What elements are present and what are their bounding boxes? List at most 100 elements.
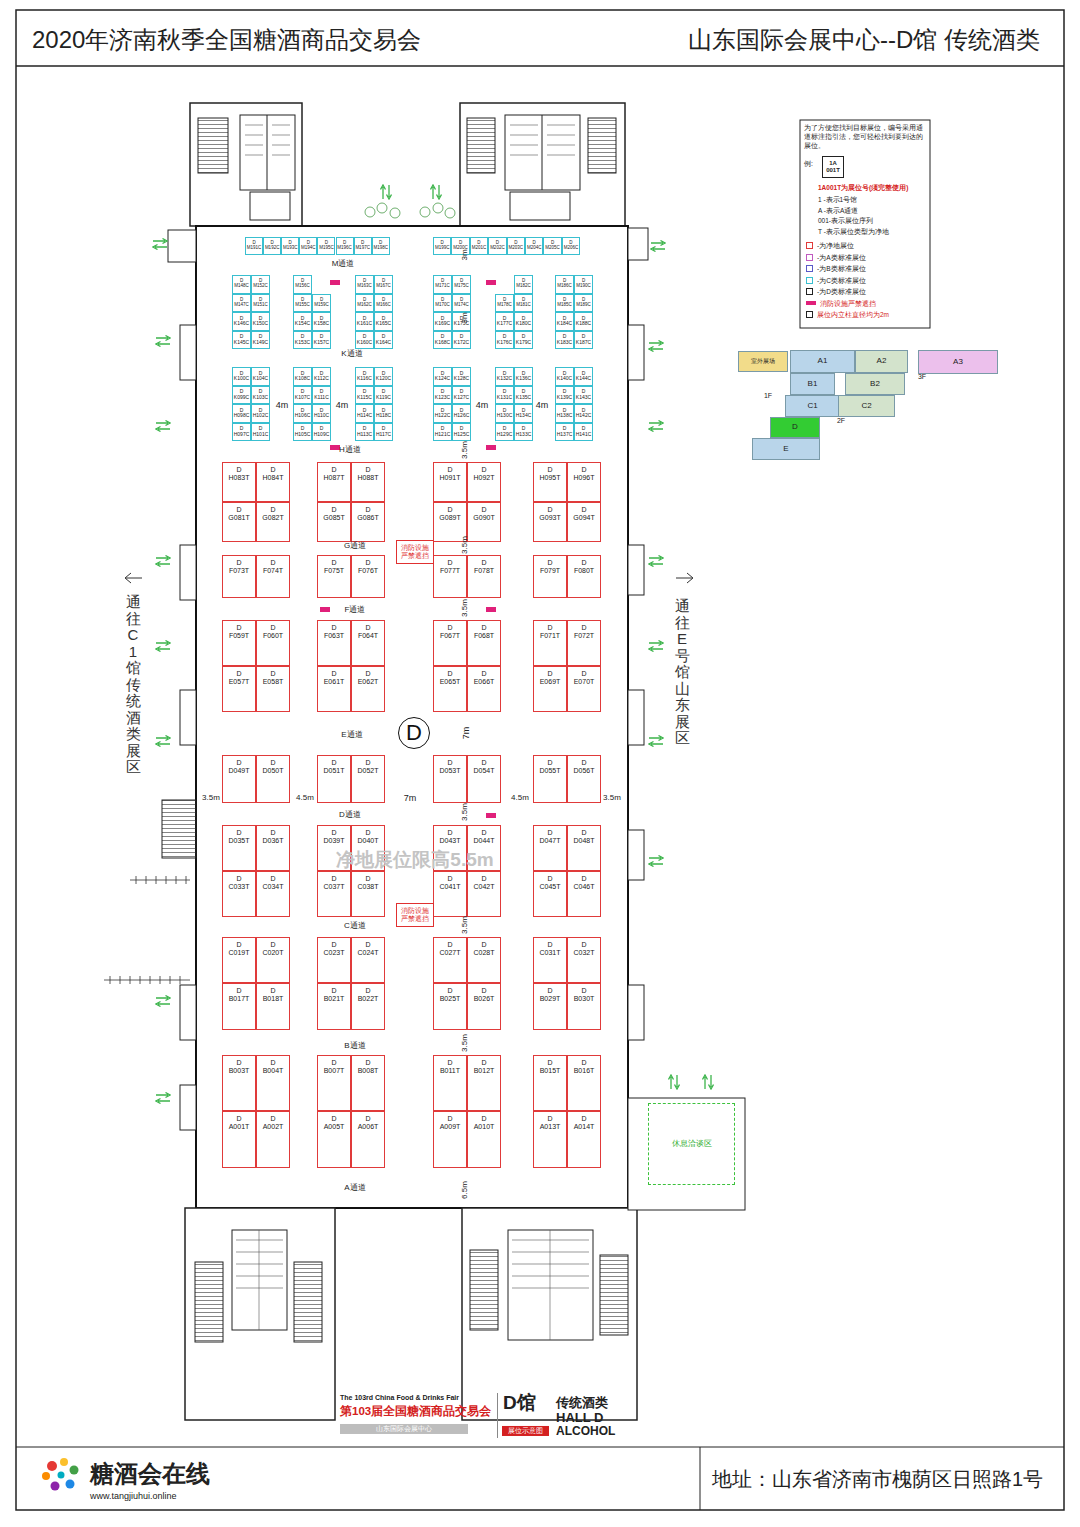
booth-number: M199C xyxy=(435,246,450,251)
hall-letter: D xyxy=(365,759,370,767)
legend-row: 消防设施严禁遮挡 xyxy=(806,300,876,307)
booth-number: K128C xyxy=(454,376,469,382)
standard-booth: DH121C xyxy=(433,423,452,442)
booth-number: F074T xyxy=(263,567,283,575)
raw-space-booth: DC023T xyxy=(317,937,351,983)
raw-space-booth: DH095T xyxy=(533,462,567,502)
standard-booth: DK132C xyxy=(495,367,514,386)
hall-key-block: A3 xyxy=(918,350,998,374)
standard-booth: DK188C xyxy=(574,312,593,331)
hall-letter: D xyxy=(331,466,336,474)
raw-space-booth: DB012T xyxy=(467,1055,501,1111)
booth-number: H114C xyxy=(357,413,372,419)
text-label: C通道 xyxy=(344,921,366,930)
raw-space-booth: DE065T xyxy=(433,666,467,712)
standard-booth: DK153C xyxy=(293,331,312,350)
standard-booth: DK131C xyxy=(495,386,514,405)
text-label: 1F xyxy=(764,392,772,400)
booth-number: H083T xyxy=(228,474,249,482)
fire-warning-box: 消防设施 严禁遮挡 xyxy=(396,903,434,927)
standard-booth: DM193C xyxy=(281,237,299,255)
text-label: 例: xyxy=(804,160,813,168)
legend-row: -为C类标准展位 xyxy=(806,277,866,284)
raw-space-booth: DD056T xyxy=(567,755,601,803)
booth-number: K099C xyxy=(234,395,249,401)
booth-number: H130C xyxy=(497,413,513,419)
booth-number: D036T xyxy=(262,837,283,845)
booth-number: K119C xyxy=(376,395,391,401)
hall-letter: D xyxy=(547,759,552,767)
booth-number: C027T xyxy=(439,949,460,957)
booth-number: B003T xyxy=(229,1067,250,1075)
booth-number: F075T xyxy=(324,567,344,575)
legend-swatch xyxy=(806,301,816,305)
raw-space-booth: DC020T xyxy=(256,937,290,983)
booth-number: C045T xyxy=(539,883,560,891)
standard-booth: DM206C xyxy=(562,237,580,255)
standard-booth: DM166C xyxy=(374,294,393,313)
raw-space-booth: DC019T xyxy=(222,937,256,983)
standard-booth: DK187C xyxy=(574,331,593,350)
raw-space-booth: DB016T xyxy=(567,1055,601,1111)
booth-number: H121C xyxy=(435,432,451,438)
hall-letter: D xyxy=(331,506,336,514)
booth-number: B021T xyxy=(324,995,345,1003)
dimension: 3.5m xyxy=(460,441,469,459)
booth-number: B007T xyxy=(324,1067,345,1075)
booth-number: K149C xyxy=(253,340,268,346)
hall-letter: D xyxy=(236,941,241,949)
standard-booth: DM202C xyxy=(488,237,506,255)
booth-number: M156C xyxy=(295,284,310,289)
booth-number: C033T xyxy=(228,883,249,891)
raw-space-booth: DE070T xyxy=(567,666,601,712)
booth-number: K136C xyxy=(516,376,531,382)
raw-space-booth: DB029T xyxy=(533,983,567,1030)
standard-booth: DH101C xyxy=(251,423,270,442)
standard-booth: DK107C xyxy=(293,386,312,405)
standard-booth: DH142C xyxy=(574,404,593,423)
booth-number: M170C xyxy=(435,303,450,308)
booth-number: H091T xyxy=(439,474,460,482)
standard-booth: DK157C xyxy=(312,331,331,350)
hall-letter: D xyxy=(547,670,552,678)
booth-number: C031T xyxy=(539,949,560,957)
hall-letter: D xyxy=(547,941,552,949)
hall-key-block: A2 xyxy=(855,350,908,373)
booth-number: F076T xyxy=(358,567,378,575)
booth-number: H109C xyxy=(314,432,330,438)
text-label: 4m xyxy=(536,400,549,410)
text-label: 地址：山东省济南市槐荫区日照路1号 xyxy=(712,1468,1043,1491)
hall-letter: D xyxy=(447,559,452,567)
booth-number: M204C xyxy=(527,246,542,251)
booth-number: M147C xyxy=(234,303,249,308)
standard-booth: DH137C xyxy=(555,423,574,442)
text-label: K通道 xyxy=(341,349,362,358)
dimension: 6.5m xyxy=(460,1181,469,1199)
hall-letter: D xyxy=(547,559,552,567)
standard-booth: DM195C xyxy=(317,237,335,255)
hall-letter: D xyxy=(365,670,370,678)
raw-space-booth: DC028T xyxy=(467,937,501,983)
raw-space-booth: DG085T xyxy=(317,502,351,542)
raw-space-booth: DE062T xyxy=(351,666,385,712)
hall-key-block: B1 xyxy=(790,373,835,395)
booth-number: M198C xyxy=(373,246,388,251)
legend-text: -为D类标准展位 xyxy=(817,288,866,295)
standard-booth: DM170C xyxy=(433,294,452,313)
hall-letter: D xyxy=(547,875,552,883)
legend-row: -为净地展位 xyxy=(806,242,854,249)
standard-booth: DH138C xyxy=(555,404,574,423)
hall-letter: D xyxy=(447,941,452,949)
standard-booth: DK128C xyxy=(452,367,471,386)
booth-number: A006T xyxy=(358,1123,379,1131)
standard-booth: DK168C xyxy=(433,331,452,350)
hall-letter: D xyxy=(547,624,552,632)
raw-space-booth: DC041T xyxy=(433,871,467,917)
hall-letter: D xyxy=(236,559,241,567)
standard-booth: DH117C xyxy=(374,423,393,442)
legend-row: 展位内立柱直径均为2m xyxy=(806,311,889,318)
booth-number: K187C xyxy=(576,340,591,346)
text-label: ALCOHOL xyxy=(556,1425,615,1439)
booth-number: C020T xyxy=(262,949,283,957)
node-label: 1A 001T xyxy=(823,160,843,173)
